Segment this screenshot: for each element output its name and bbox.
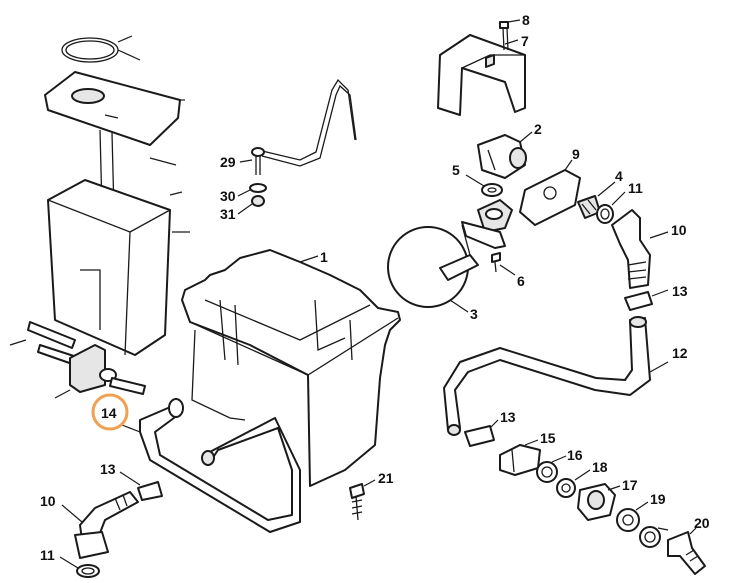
callout-8: 8	[522, 12, 530, 28]
callout-4: 4	[615, 168, 623, 184]
cover-part-7	[437, 19, 526, 116]
left-tank-assembly	[9, 35, 190, 399]
callout-labels: 1 2 3 4 5 6 7 8 9 10 10 11 11 12 13 13 1…	[40, 12, 710, 563]
callout-1: 1	[320, 249, 328, 265]
elbow-fitting-right	[611, 209, 669, 289]
callout-20: 20	[694, 515, 710, 531]
fittings-row	[464, 419, 706, 575]
callout-6: 6	[517, 273, 525, 289]
center-tank-part-1	[181, 249, 401, 487]
callout-13-middle: 13	[500, 409, 516, 425]
elbow-fitting-left	[59, 491, 139, 578]
callout-5: 5	[452, 162, 460, 178]
callout-12: 12	[672, 345, 688, 361]
callout-9: 9	[572, 146, 580, 162]
callout-13-left: 13	[100, 461, 116, 477]
valve-assembly	[387, 131, 626, 313]
callout-14-highlight	[91, 393, 141, 433]
callout-10-right: 10	[671, 222, 687, 238]
callout-7: 7	[521, 33, 529, 49]
callout-21: 21	[378, 470, 394, 486]
callout-15: 15	[540, 430, 556, 446]
hose-loop-left	[139, 398, 301, 533]
callout-29: 29	[220, 154, 236, 170]
callout-16: 16	[567, 447, 583, 463]
callout-2: 2	[534, 121, 542, 137]
hose-right-part-12	[443, 316, 669, 436]
callout-19: 19	[650, 491, 666, 507]
callout-11-left: 11	[40, 547, 55, 563]
callout-14: 14	[101, 405, 117, 421]
callout-30: 30	[220, 188, 236, 204]
callout-17: 17	[622, 477, 638, 493]
callout-13-right: 13	[672, 283, 688, 299]
callout-3: 3	[470, 306, 478, 322]
callout-31: 31	[220, 206, 236, 222]
callout-11-right: 11	[628, 180, 643, 196]
hose-clamp-right	[624, 289, 669, 311]
screw-21	[349, 479, 376, 521]
hose-clamp-left	[119, 471, 163, 501]
callout-18: 18	[592, 459, 608, 475]
wire-bracket-29	[237, 78, 357, 215]
callout-10-left: 10	[40, 493, 56, 509]
